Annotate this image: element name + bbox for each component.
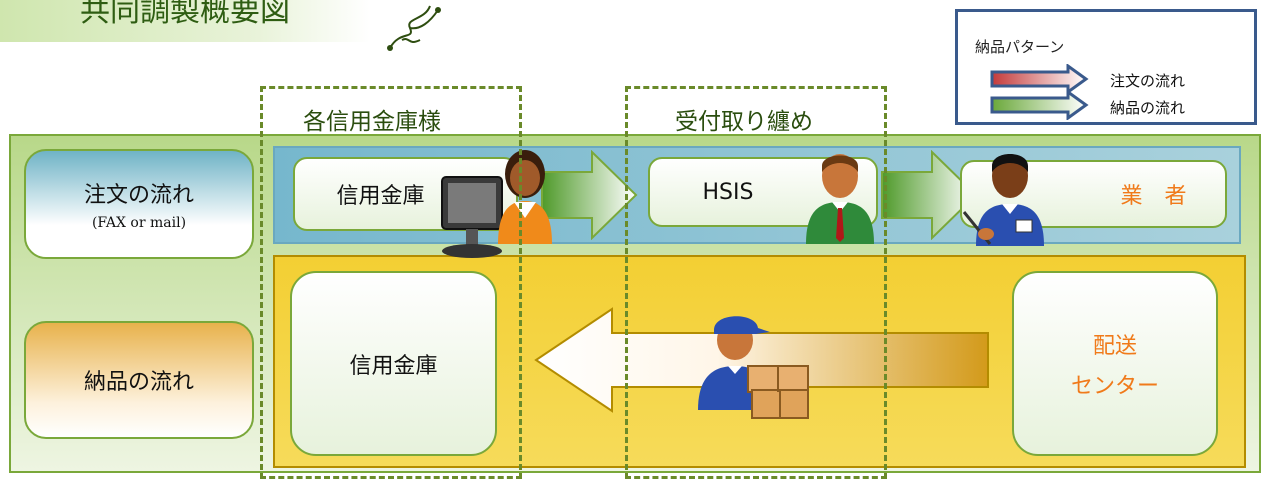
column-header-banks: 各信用金庫様	[303, 109, 441, 135]
delivery-node-bank-label: 信用金庫	[349, 353, 438, 379]
operator-woman-icon	[498, 150, 552, 244]
legend-order-arrow	[990, 64, 1089, 94]
title-banner	[0, 0, 370, 42]
column-header-reception: 受付取り纏め	[675, 109, 813, 135]
order-node-hsis-label: HSIS	[702, 179, 754, 205]
legend-order-label: 注文の流れ	[1110, 72, 1186, 90]
delivery-arrow-center-to-bank	[534, 307, 989, 413]
delivery-node-center-line2: センター	[1070, 373, 1159, 399]
row-label-order-sub: (FAX or mail)	[91, 215, 187, 231]
delivery-node-bank: 信用金庫	[290, 271, 497, 456]
order-arrow-bank-to-hsis	[541, 150, 638, 240]
vendor-staff-icon	[962, 154, 1044, 246]
legend-delivery-label: 納品の流れ	[1110, 99, 1186, 117]
legend-delivery-arrow	[990, 90, 1089, 120]
hsis-staff-icon	[806, 154, 874, 244]
order-node-bank-label: 信用金庫	[336, 184, 425, 209]
reception-column-frame	[625, 86, 887, 479]
row-label-delivery: 納品の流れ	[24, 321, 254, 439]
row-label-order-text: 注文の流れ	[83, 183, 194, 208]
delivery-node-center: 配送 センター	[1012, 271, 1218, 456]
row-label-order: 注文の流れ (FAX or mail)	[24, 149, 254, 259]
order-arrow-hsis-to-vendor	[881, 150, 978, 240]
flourish-ornament	[387, 5, 441, 51]
row-label-delivery-text: 納品の流れ	[83, 370, 194, 395]
bank-column-frame	[260, 86, 522, 479]
computer-monitor-icon	[441, 176, 503, 258]
legend-title: 納品パターン	[975, 38, 1065, 56]
delivery-person-icon	[698, 316, 809, 419]
page-title: 共同調製概要図	[80, 0, 290, 29]
order-node-vendor-label: 業 者	[1120, 184, 1187, 209]
delivery-node-center-line1: 配送	[1092, 333, 1137, 359]
